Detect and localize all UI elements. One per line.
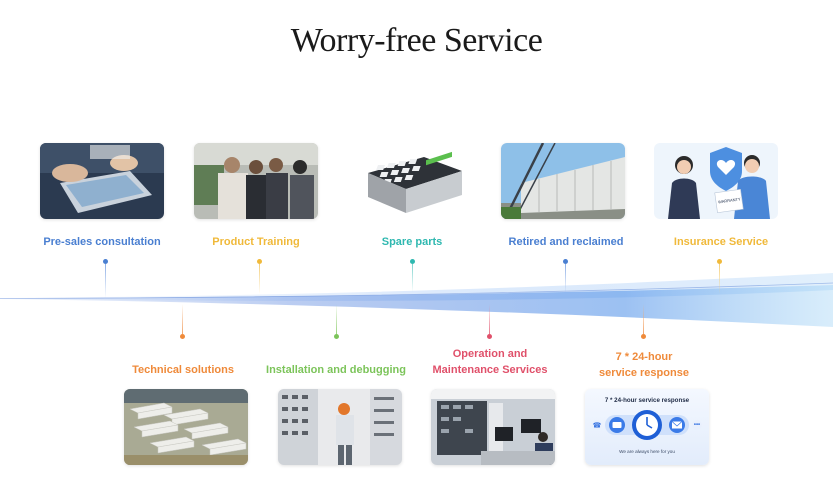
label-installation-and-debugging: Installation and debugging [266,364,406,376]
laptop-consultation-photo [40,143,164,219]
label-pre-sales-consultation: Pre-sales consultation [43,236,161,248]
timeline-swoosh [0,273,833,327]
label-24-hour-service-response: 7 * 24-hour service response [574,349,714,381]
timeline-stem [412,264,413,292]
timeline-stem [259,264,260,294]
label-line: service response [599,367,689,379]
timeline-stem [182,304,183,334]
timeline-dot [180,334,185,339]
timeline-dot [257,259,262,264]
timeline-stem [643,304,644,334]
timeline-dot [410,259,415,264]
service-response-graphic: 7 * 24-hour service response ☎ ••• We ar… [585,389,709,465]
insurance-paper-text: WARRANTY [718,196,742,204]
training-group-photo [194,143,318,219]
insurance-handshake-illustration: WARRANTY [654,143,778,219]
label-retired-and-reclaimed: Retired and reclaimed [508,236,624,248]
label-insurance-service: Insurance Service [673,236,769,248]
label-line: Operation and [452,348,528,360]
timeline-stem [565,264,566,294]
mail-icon [672,421,682,429]
timeline-stem [719,264,720,294]
more-icon: ••• [694,423,700,429]
card-icon [612,422,622,428]
label-spare-parts: Spare parts [381,236,443,248]
timeline-dot [334,334,339,339]
label-product-training: Product Training [212,236,300,248]
timeline-dot [487,334,492,339]
label-line: 7 * 24-hour [615,351,673,363]
label-line: Maintenance Services [432,364,548,376]
service-graphic-footer: We are always here for you [619,449,675,454]
timeline-stem [489,304,490,334]
container-storage-photo [501,143,625,219]
timeline-dot [563,259,568,264]
installation-engineer-photo [278,389,402,465]
control-room-photo [431,389,555,465]
label-operation-and-maintenance: Operation and Maintenance Services [420,346,560,378]
phone-icon: ☎ [593,422,602,430]
battery-module-photo [350,143,474,219]
timeline-dot [103,259,108,264]
timeline-dot [717,259,722,264]
service-graphic-heading: 7 * 24-hour service response [605,397,690,404]
label-technical-solutions: Technical solutions [132,364,234,376]
timeline-stem [105,264,106,298]
timeline-stem [336,304,337,334]
energy-storage-site-photo [124,389,248,465]
page-title: Worry-free Service [290,22,543,59]
timeline-dot [641,334,646,339]
